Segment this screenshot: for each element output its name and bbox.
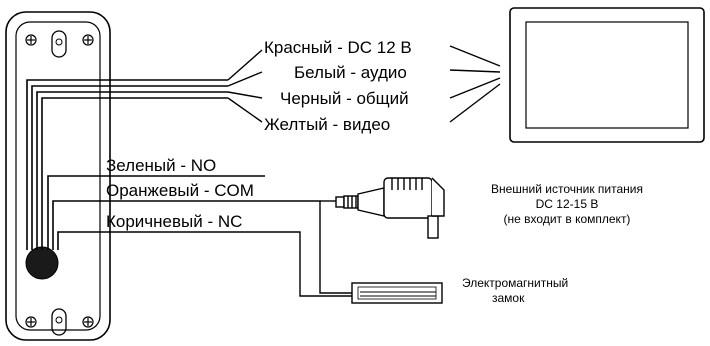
mount-hole-icon <box>51 308 67 336</box>
power-supply-line3: (не входит в комплект) <box>504 212 631 226</box>
screw-icon <box>82 316 94 328</box>
screw-icon <box>25 34 37 46</box>
monitor <box>509 7 705 143</box>
magnetic-lock-icon <box>351 282 443 304</box>
monitor-wires <box>227 45 501 123</box>
label-orange-wire: Оранжевый - COM <box>106 181 254 200</box>
lock-label-line2: замок <box>492 291 525 305</box>
power-supply-line2: DC 12-15 В <box>536 197 599 211</box>
cable-grommet <box>25 246 59 280</box>
power-plug-icon <box>335 177 445 239</box>
screw-icon <box>25 316 37 328</box>
lock-label-line1: Электромагнитный <box>462 276 568 290</box>
label-yellow-wire: Желтый - видео <box>264 115 390 134</box>
label-green-wire: Зеленый - NO <box>106 156 216 175</box>
label-black-wire: Черный - общий <box>280 89 409 108</box>
wire-bundle <box>26 79 228 250</box>
label-white-wire: Белый - аудио <box>294 63 407 82</box>
screw-icon <box>82 34 94 46</box>
label-brown-wire: Коричневый - NC <box>106 212 242 231</box>
lock-wires <box>80 175 352 297</box>
label-red-wire: Красный - DC 12 В <box>264 38 412 57</box>
power-supply-line1: Внешний источник питания <box>491 182 643 196</box>
mount-hole-icon <box>51 30 67 58</box>
